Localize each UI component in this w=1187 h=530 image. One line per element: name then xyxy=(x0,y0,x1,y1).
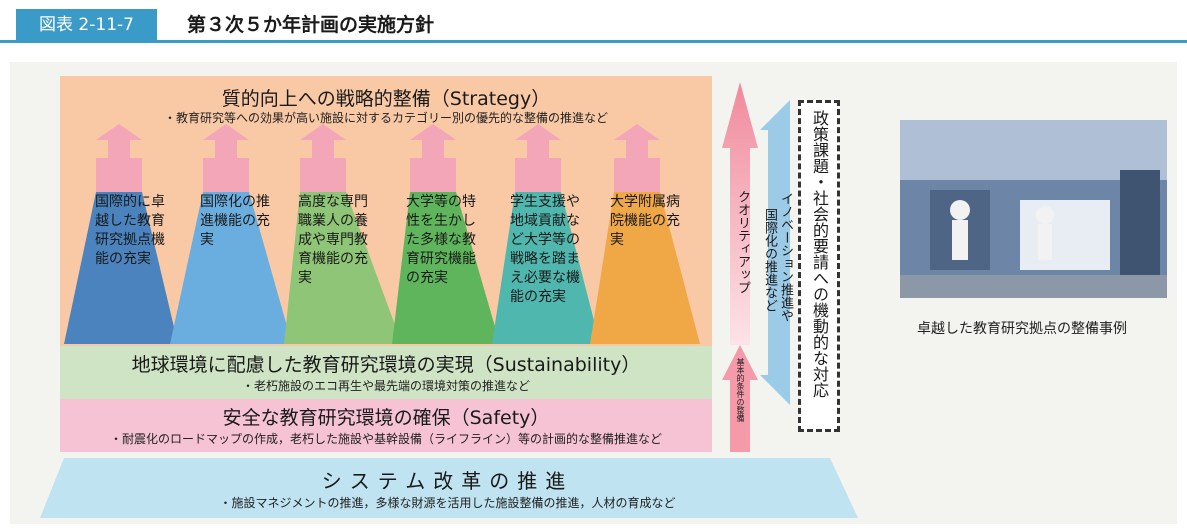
safety-block xyxy=(60,399,712,452)
column-shape-6 xyxy=(590,192,700,344)
system-subtitle: ・施設マネジメントの推進，多様な財源を活用した施設整備の推進，人材の育成など xyxy=(219,496,676,510)
quality-up-label: クオリティアップ xyxy=(735,190,750,294)
innovation-label-2: 国際化の推進など xyxy=(762,208,777,312)
column-arrow-1 xyxy=(96,124,142,192)
innovation-label-1: イノベーション推進や xyxy=(778,192,793,322)
safety-title: 安全な教育研究環境の確保（Safety） xyxy=(222,407,550,429)
column-label-3: 高度な専門職業人の養成や専門教育機能の充実 xyxy=(298,194,368,286)
column-shape-1 xyxy=(64,192,178,344)
photo-image xyxy=(900,120,1167,298)
column-label-6: 大学附属病院機能の充実 xyxy=(610,194,680,248)
policy-box xyxy=(798,100,840,432)
column-arrow-2 xyxy=(203,124,249,192)
column-arrow-3 xyxy=(300,124,346,192)
column-arrow-6 xyxy=(614,124,660,192)
column-shape-5 xyxy=(492,192,600,344)
column-arrow-4 xyxy=(410,124,456,192)
basic-conditions-arrow xyxy=(722,345,758,452)
basic-conditions-label: 基本的条件の整備 xyxy=(736,358,745,422)
system-base-shape xyxy=(40,458,858,518)
column-arrow-5 xyxy=(515,124,561,192)
innovation-arrow xyxy=(760,100,790,405)
figure-title: 第３次５か年計画の実施方針 xyxy=(187,14,435,36)
sustainability-title: 地球環境に配慮した教育研究環境の実現（Sustainability） xyxy=(131,354,641,376)
column-label-2: 国際化の推進機能の充実 xyxy=(200,194,270,248)
column-label-1: 国際的に卓越した教育研究拠点機能の充実 xyxy=(95,194,165,267)
safety-subtitle: ・耐震化のロードマップの作成，老朽した施設や基幹設備（ライフライン）等の計画的な… xyxy=(109,432,662,446)
sustainability-block xyxy=(60,346,712,399)
quality-up-arrow xyxy=(722,82,758,345)
column-shape-2 xyxy=(170,192,292,344)
policy-text: 政策課題・社会的要請への機動的な対応 xyxy=(810,110,829,398)
column-label-5: 学生支援や地域貢献など大学等の戦略を踏まえ必要な機能の充実 xyxy=(510,194,580,305)
column-shape-4 xyxy=(392,192,500,344)
system-title: システム改革の推進 xyxy=(321,469,574,493)
figure-tag: 図表 2-11-7 xyxy=(16,9,157,41)
sustainability-subtitle: ・老朽施設のエコ再生や最先端の環境対策の推進など xyxy=(241,379,530,393)
strategy-title: 質的向上への戦略的整備（Strategy） xyxy=(221,88,551,110)
photo-caption: 卓越した教育研究拠点の整備事例 xyxy=(917,321,1127,337)
header-rule xyxy=(0,40,1187,43)
column-shape-3 xyxy=(284,192,402,344)
strategy-subtitle: ・教育研究等への効果が高い施設に対するカテゴリー別の優先的な整備の推進など xyxy=(163,111,608,125)
column-label-4: 大学等の特性を生かした多様な教育研究機能の充実 xyxy=(406,194,476,286)
